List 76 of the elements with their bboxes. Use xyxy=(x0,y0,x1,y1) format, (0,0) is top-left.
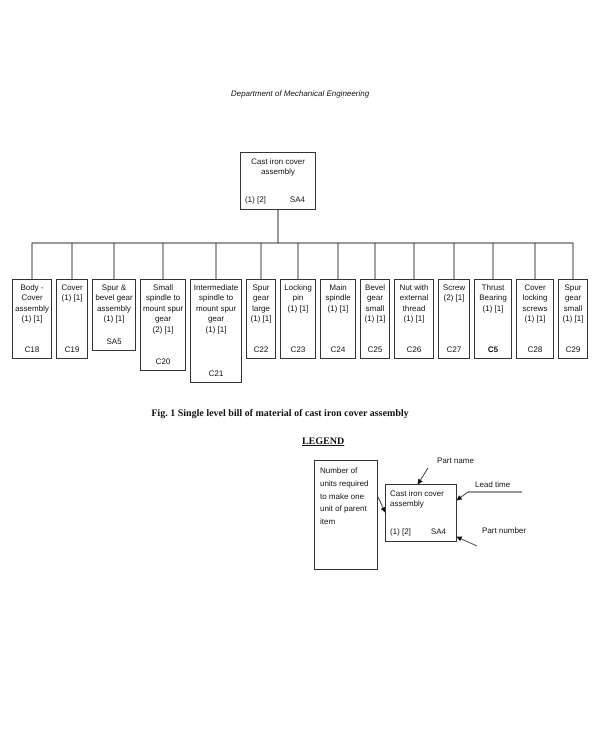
quantity-lead-time: (1) [2] xyxy=(245,194,266,205)
part-box xyxy=(394,279,434,359)
part-name: Main spindle xyxy=(324,283,352,304)
legend-heading: LEGEND xyxy=(302,436,344,447)
part-name: Thrust Bearing xyxy=(478,283,508,304)
quantity-lead-time: (1) [1] xyxy=(364,314,386,325)
callout-label: Part name xyxy=(437,456,474,466)
part-name: Spur & bevel gear assembly xyxy=(94,283,134,314)
part-number: C28 xyxy=(528,344,542,355)
part-box xyxy=(360,279,390,359)
figure-caption: Fig. 1 Single level bill of material of cast iron cover assembly xyxy=(150,408,410,419)
callout-label: Part number xyxy=(482,526,526,536)
part-box xyxy=(92,279,136,351)
note-box xyxy=(314,460,378,570)
part-name: Spur gear large xyxy=(251,283,271,314)
part-number: SA4 xyxy=(290,194,305,205)
quantity-lead-time: (1) [1] xyxy=(288,304,308,314)
part-number: C20 xyxy=(156,356,170,367)
quantity-lead-time: (1) [1] xyxy=(104,314,124,325)
part-name: Cover xyxy=(61,283,83,294)
quantity-lead-time: (1) [1] xyxy=(250,314,272,325)
part-name: Locking pin xyxy=(283,283,313,304)
part-name: Small spindle to mount spur gear xyxy=(142,283,184,325)
part-name: Body - Cover assembly xyxy=(14,283,50,314)
quantity-lead-time: (2) [1] xyxy=(444,293,464,304)
part-number: C25 xyxy=(368,344,382,355)
quantity-lead-time: (1) [1] xyxy=(482,304,504,314)
quantity-lead-time: (1) [1] xyxy=(562,314,584,325)
part-name: Intermediate spindle to mount spur gear xyxy=(192,283,240,325)
part-name: Cast iron cover assembly xyxy=(250,157,306,178)
part-box xyxy=(438,279,470,359)
quantity-lead-time: (1) [1] xyxy=(62,293,82,304)
part-name: Cast iron cover assembly xyxy=(390,489,445,510)
part-box xyxy=(516,279,554,359)
quantity-lead-time: (1) [1] xyxy=(206,324,226,335)
quantity-lead-time: (1) [1] xyxy=(328,304,348,314)
part-box xyxy=(56,279,88,359)
leader-line xyxy=(418,468,428,485)
callout-label: Lead time xyxy=(475,480,510,490)
part-box xyxy=(246,279,276,359)
part-name: Cover locking screws xyxy=(522,283,548,314)
part-number: C18 xyxy=(24,344,40,355)
part-number: SA4 xyxy=(430,526,446,537)
part-name: Screw xyxy=(442,283,466,294)
part-name: Nut with external thread xyxy=(398,283,430,314)
quantity-lead-time: (1) [1] xyxy=(404,314,424,325)
note-text: Number of units required to make one unit of parent item xyxy=(320,465,370,528)
part-number: C5 xyxy=(488,344,498,355)
part-number: C29 xyxy=(566,344,580,355)
part-box xyxy=(12,279,52,359)
leader-line xyxy=(456,492,522,500)
part-box xyxy=(558,279,588,359)
part-name: Spur gear small xyxy=(562,283,584,314)
part-box xyxy=(140,279,186,371)
part-box xyxy=(280,279,316,359)
part-box xyxy=(190,279,242,383)
part-number: C24 xyxy=(330,344,346,355)
quantity-lead-time: (1) [2] xyxy=(390,526,411,537)
part-number: C26 xyxy=(406,344,422,355)
part-number: C19 xyxy=(64,344,80,355)
assembly-box xyxy=(240,152,316,210)
part-box xyxy=(320,279,356,359)
part-number: C22 xyxy=(254,344,268,355)
part-number: SA5 xyxy=(106,336,122,347)
leader-line xyxy=(456,536,478,546)
part-name: Bevel gear small xyxy=(364,283,386,314)
legend-sample-box xyxy=(385,484,457,542)
part-number: C23 xyxy=(290,344,306,355)
part-number: C21 xyxy=(208,368,224,379)
leader-line xyxy=(378,496,386,513)
part-box xyxy=(474,279,512,359)
quantity-lead-time: (1) [1] xyxy=(524,314,546,325)
part-number: C27 xyxy=(446,344,462,355)
quantity-lead-time: (1) [1] xyxy=(22,314,42,325)
page-header: Department of Mechanical Engineering xyxy=(230,89,370,98)
quantity-lead-time: (2) [1] xyxy=(152,324,174,335)
